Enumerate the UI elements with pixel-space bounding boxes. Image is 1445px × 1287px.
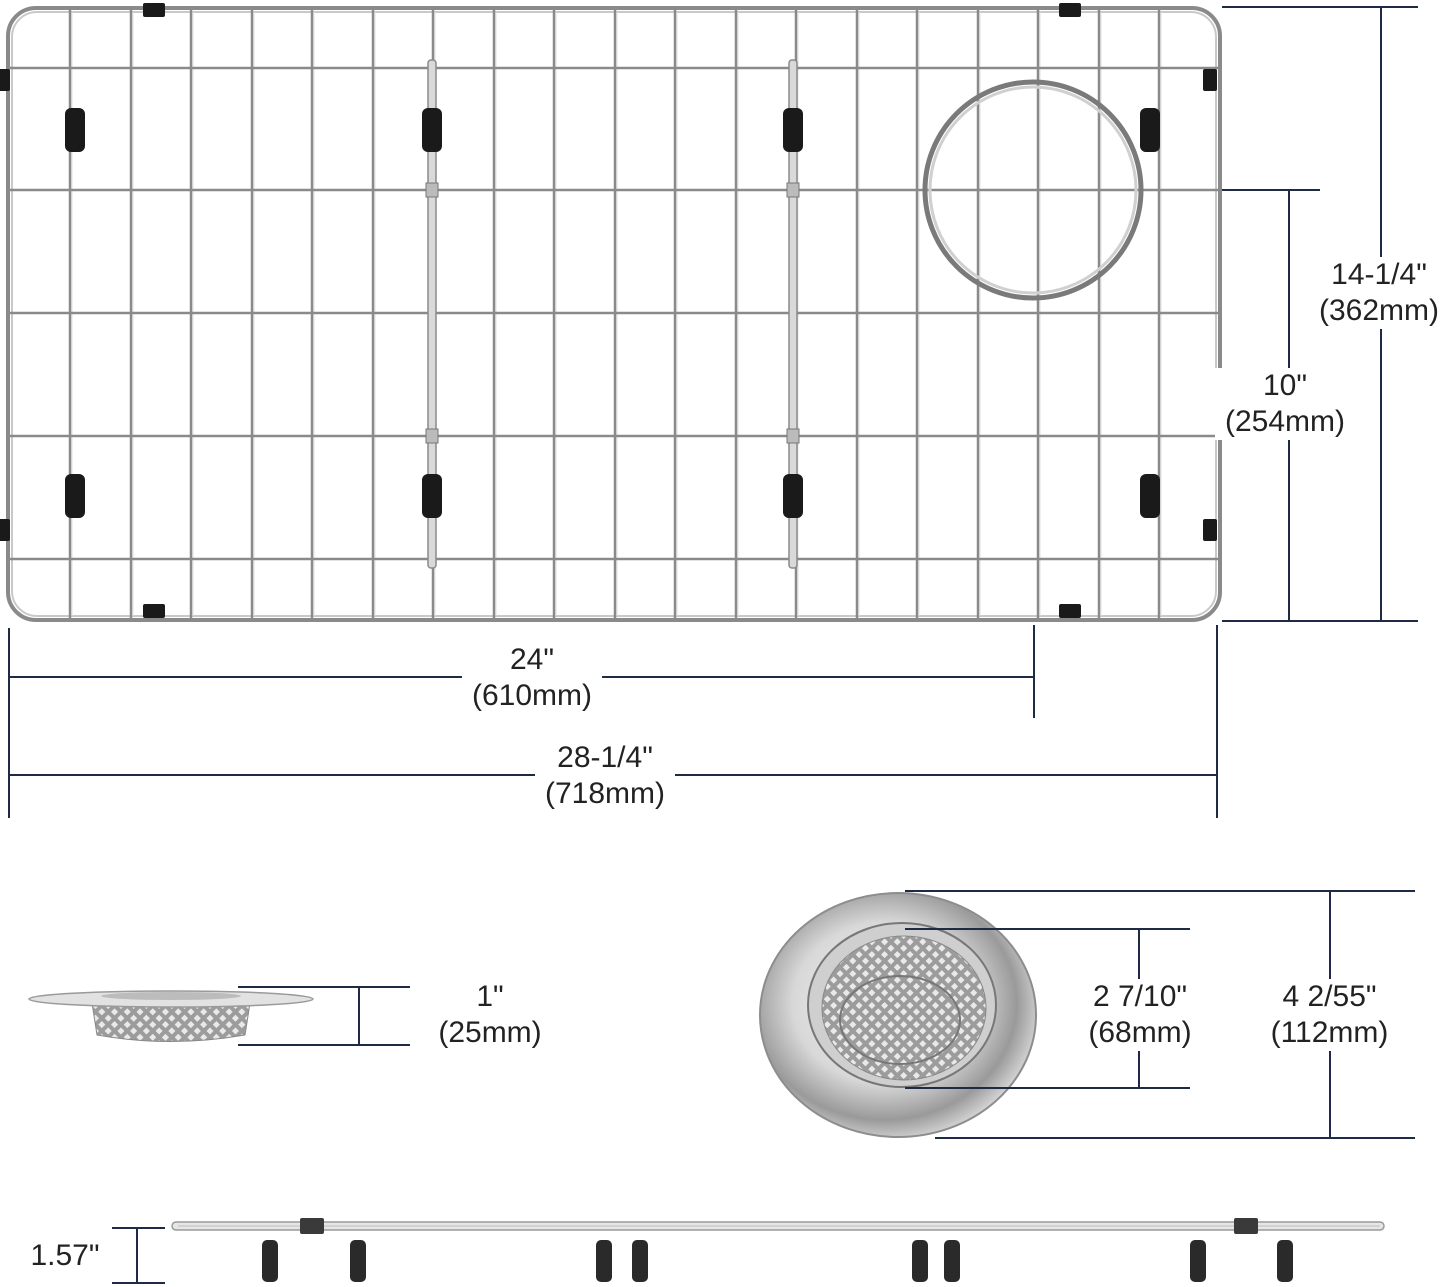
grid-outer-frame	[6, 6, 1222, 622]
grid-rubber-foot	[783, 108, 803, 152]
strainer-depth-dimension	[238, 986, 410, 1046]
grid-rod-clip	[786, 182, 800, 198]
grid-edge-bumper	[1203, 519, 1217, 541]
side-view-leg	[632, 1240, 648, 1282]
side-view-leg	[1190, 1240, 1206, 1282]
side-view-leg	[350, 1240, 366, 1282]
total-height-mm: (362mm)	[1318, 294, 1439, 327]
flange-diameter-mm: (112mm)	[1270, 1016, 1389, 1049]
inner-height-mm: (254mm)	[1224, 405, 1345, 438]
grid-edge-bumper	[1203, 69, 1217, 91]
side-view-bumper	[300, 1218, 324, 1234]
side-view-bumper	[1234, 1218, 1258, 1234]
strainer-side-view	[28, 990, 314, 1042]
drain-opening	[922, 79, 1144, 301]
grid-rubber-foot	[1140, 108, 1160, 152]
grid-rubber-foot	[783, 474, 803, 518]
grid-dimension-lines	[8, 6, 1418, 818]
grid-rubber-foot	[1140, 474, 1160, 518]
side-view-leg	[262, 1240, 278, 1282]
grid-rod-clip	[425, 182, 439, 198]
leg-height-dimension	[112, 1227, 165, 1284]
grid-rubber-foot	[65, 108, 85, 152]
grid-edge-bumper	[1059, 604, 1081, 618]
strainer-top-view	[759, 892, 1037, 1138]
side-view-leg	[944, 1240, 960, 1282]
dim-label-strainer-depth: 1" (25mm)	[425, 979, 555, 1051]
strainer-depth-mm: (25mm)	[438, 1016, 542, 1049]
grid-rod-clip	[786, 428, 800, 444]
inner-width-mm: (610mm)	[471, 679, 592, 712]
dim-label-leg-height: 1.57"	[20, 1238, 110, 1274]
grid-rubber-foot	[65, 474, 85, 518]
sink-grid-top-view	[0, 3, 1222, 622]
total-width-mm: (718mm)	[544, 777, 665, 810]
inner-width-inch: 24"	[509, 643, 555, 676]
dim-label-total-width: 28-1/4" (718mm)	[535, 740, 675, 812]
inner-height-inch: 10"	[1262, 369, 1308, 402]
basket-diameter-mm: (68mm)	[1088, 1016, 1192, 1049]
dim-label-flange-diameter: 4 2/55" (112mm)	[1262, 979, 1397, 1051]
grid-side-view	[171, 1218, 1385, 1282]
grid-rubber-foot	[422, 474, 442, 518]
dim-label-inner-height: 10" (254mm)	[1215, 368, 1355, 440]
strainer-depth-inch: 1"	[476, 980, 504, 1013]
total-width-inch: 28-1/4"	[557, 741, 653, 774]
flange-diameter-inch: 4 2/55"	[1282, 980, 1377, 1013]
grid-edge-bumper	[0, 519, 10, 541]
dim-label-basket-diameter: 2 7/10" (68mm)	[1075, 979, 1205, 1051]
grid-rubber-foot	[422, 108, 442, 152]
grid-edge-bumper	[143, 3, 165, 17]
side-view-leg	[596, 1240, 612, 1282]
basket-diameter-inch: 2 7/10"	[1092, 980, 1188, 1013]
side-view-leg	[1277, 1240, 1293, 1282]
dim-label-inner-width: 24" (610mm)	[462, 642, 602, 714]
grid-edge-bumper	[143, 604, 165, 618]
grid-edge-bumper	[0, 69, 10, 91]
dim-label-total-height: 14-1/4" (362mm)	[1309, 257, 1445, 329]
leg-height-inch: 1.57"	[30, 1239, 100, 1272]
total-height-inch: 14-1/4"	[1331, 258, 1427, 291]
side-view-leg	[912, 1240, 928, 1282]
grid-edge-bumper	[1059, 3, 1081, 17]
grid-rod-clip	[425, 428, 439, 444]
